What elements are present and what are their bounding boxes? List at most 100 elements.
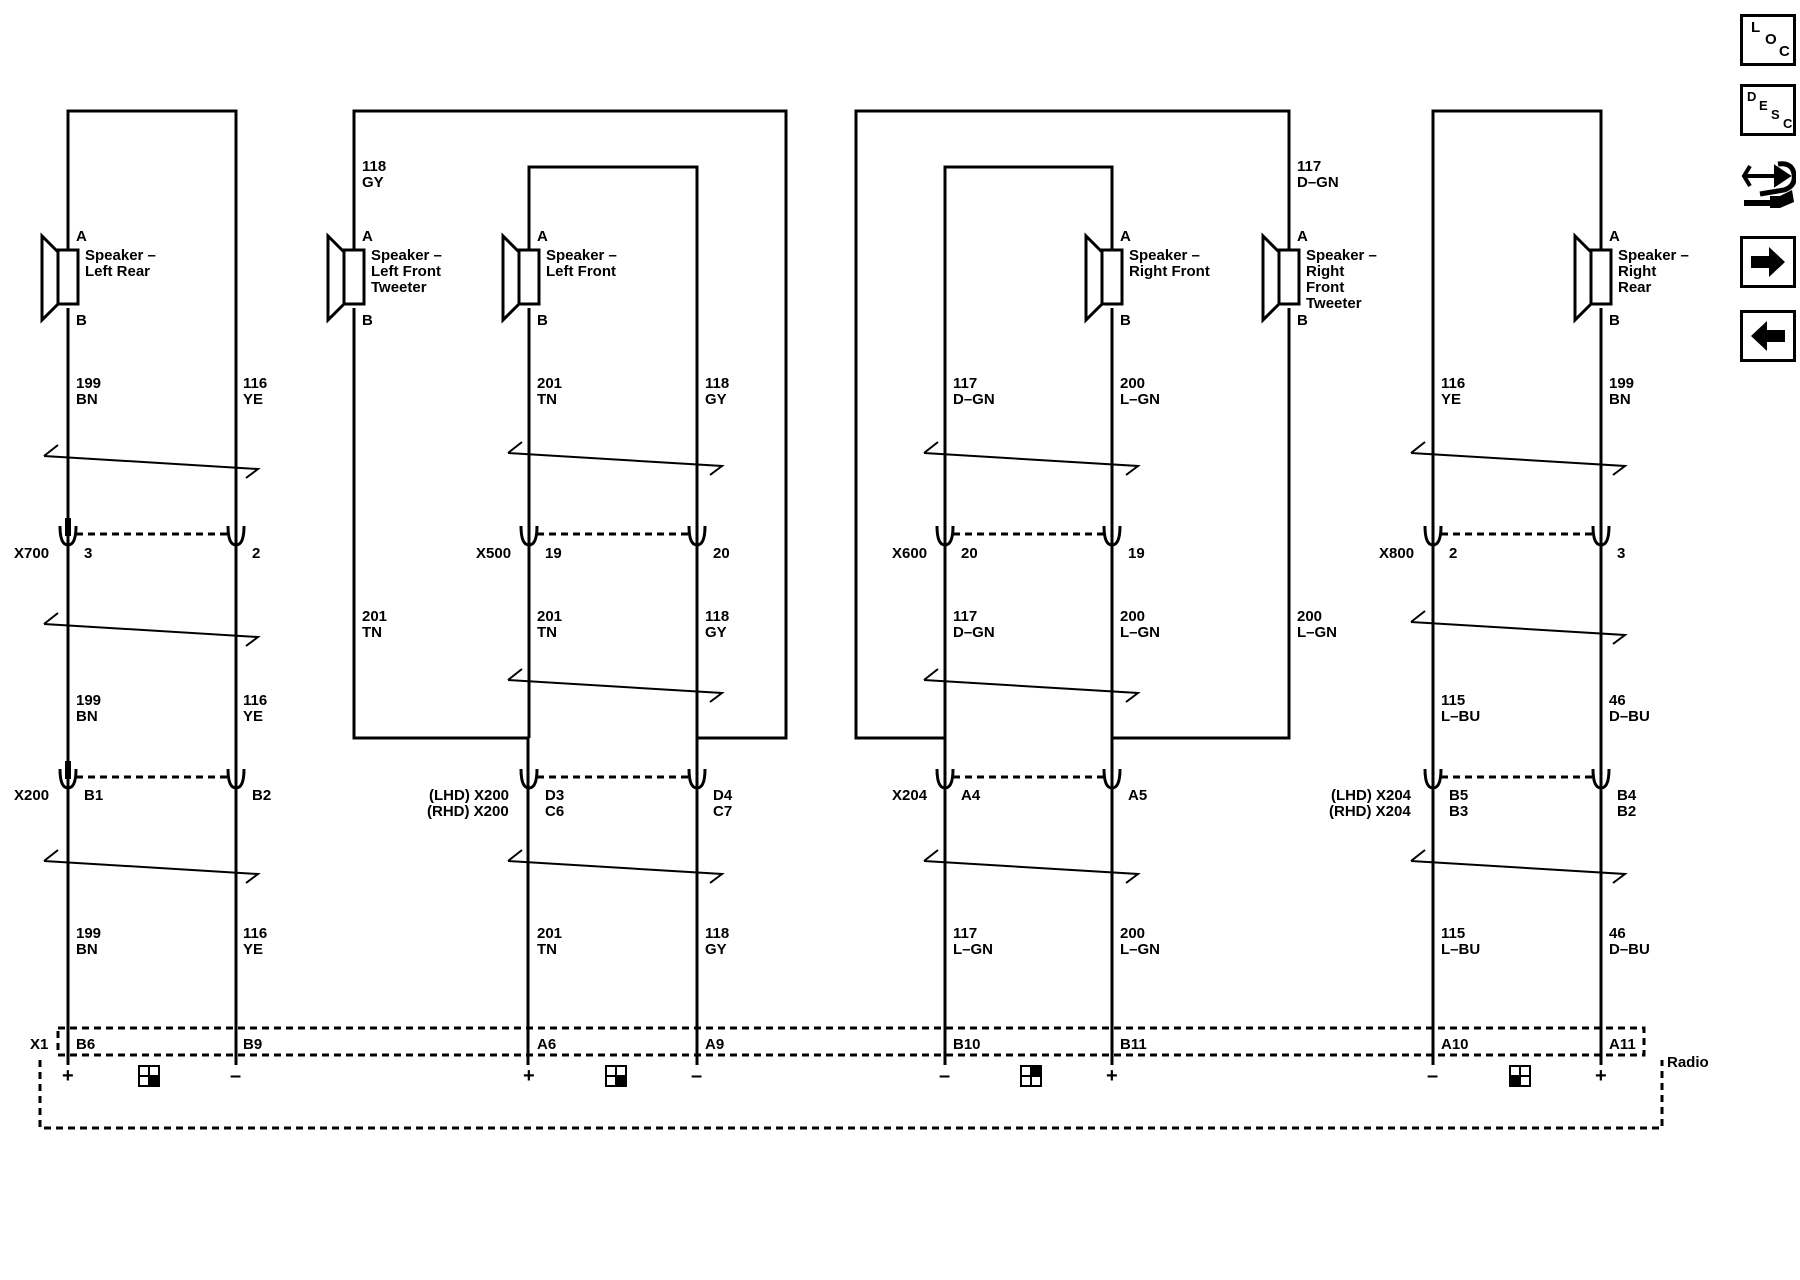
twisted-pair-marker [43, 849, 261, 884]
wire-color: TN [537, 941, 557, 958]
previous-page-button[interactable] [1740, 310, 1796, 362]
connector-id: (RHD) X200 [427, 803, 509, 820]
radio-pin: A11 [1609, 1036, 1636, 1053]
radio-pin: B6 [76, 1036, 95, 1053]
radio-polarity: + [1106, 1065, 1118, 1087]
wire-color: TN [537, 391, 557, 408]
speaker-name: Right Front [1129, 263, 1210, 280]
connector-pin: D4 [713, 787, 733, 804]
radio-connector-x1 [56, 1026, 1646, 1057]
connector-pin: B3 [1449, 803, 1468, 820]
arrow-left-icon [1751, 321, 1785, 351]
speaker-name: Right [1618, 263, 1656, 280]
wire-circuit: 118 [362, 158, 386, 175]
speaker-pin-label: A [537, 228, 548, 245]
desc-letter: S [1771, 107, 1780, 122]
wire-lines [66, 109, 1603, 1065]
speaker-pin-label: A [362, 228, 373, 245]
wire-color: D–GN [953, 624, 995, 641]
next-page-button[interactable] [1740, 236, 1796, 288]
speaker-name: Left Front [546, 263, 616, 280]
speaker-pin-label: A [1297, 228, 1308, 245]
wire-color: D–GN [1297, 174, 1339, 191]
radio-polarity: + [1595, 1065, 1607, 1087]
wire-color: GY [362, 174, 384, 191]
radio-pin: B10 [953, 1036, 981, 1053]
wire-color: L–BU [1441, 941, 1480, 958]
wire-color: GY [705, 624, 727, 641]
radio-polarity: – [230, 1065, 241, 1087]
wire-left-front-tweeter-return [352, 308, 530, 1065]
connector-pin: 20 [713, 545, 730, 562]
wire-circuit: 116 [243, 925, 267, 942]
twisted-pair-marker [1410, 610, 1628, 645]
desc-letter: D [1747, 89, 1757, 104]
connector-x204-lhd-rhd [1423, 768, 1611, 790]
radio-connector-label: X1 [30, 1036, 48, 1053]
speaker-name: Speaker – [85, 247, 156, 264]
speaker-left-rear-icon [40, 232, 80, 324]
radio-pin: B11 [1120, 1036, 1147, 1053]
connector-id: (RHD) X204 [1329, 803, 1411, 820]
wire-color: L–GN [1120, 941, 1160, 958]
wire-color: L–GN [1297, 624, 1337, 641]
speaker-name: Left Rear [85, 263, 150, 280]
connector-x500 [519, 525, 707, 547]
speaker-name: Speaker – [1618, 247, 1689, 264]
description-button[interactable]: D E S C [1740, 84, 1796, 136]
connector-pin: B1 [84, 787, 103, 804]
connector-pin: 3 [84, 545, 92, 562]
wire-circuit: 199 [1609, 375, 1634, 392]
radio-polarity: + [523, 1065, 535, 1087]
loc-letter: C [1779, 43, 1790, 60]
wire-color: L–GN [953, 941, 993, 958]
radio-polarity: – [1427, 1065, 1438, 1087]
speaker-right-rear-icon [1573, 232, 1613, 324]
location-button[interactable]: L O C [1740, 14, 1796, 66]
amplifier-channel-icon [605, 1065, 627, 1087]
wire-circuit: 201 [537, 925, 562, 942]
twisted-pair-marker [923, 441, 1141, 476]
wire-circuit: 115 [1441, 692, 1465, 709]
twisted-pair-marker [1410, 441, 1628, 476]
connector-x200 [58, 761, 246, 790]
radio-polarity: – [939, 1065, 950, 1087]
wire-circuit: 199 [76, 925, 101, 942]
radio-pin: A10 [1441, 1036, 1469, 1053]
wire-circuit: 117 [953, 925, 977, 942]
amplifier-channel-icon [1509, 1065, 1531, 1087]
inline-connectors [58, 518, 1611, 790]
wire-circuit: 200 [1120, 925, 1145, 942]
radio-pin: B9 [243, 1036, 262, 1053]
amplifier-channel-icon [138, 1065, 160, 1087]
loc-letter: O [1765, 31, 1777, 48]
speaker-pin-label: B [537, 312, 548, 329]
speaker-pin-label: A [1609, 228, 1620, 245]
connector-pin: 2 [1449, 545, 1457, 562]
radio-label: Radio [1667, 1054, 1709, 1071]
connector-labels: X700 3 2 X500 19 20 X600 20 19 X800 2 3 … [14, 545, 1637, 820]
arrow-right-icon [1751, 247, 1785, 277]
wire-circuit: 115 [1441, 925, 1465, 942]
wire-circuit: 116 [243, 375, 267, 392]
wire-color: YE [1441, 391, 1461, 408]
wire-color: YE [243, 708, 263, 725]
wire-color: YE [243, 941, 263, 958]
speaker-left-front-icon [501, 232, 541, 324]
wire-circuit: 200 [1120, 375, 1145, 392]
connector-id: X800 [1379, 545, 1414, 562]
wire-color: BN [76, 941, 98, 958]
twisted-pair-marker [507, 441, 725, 476]
desc-letter: E [1759, 98, 1768, 113]
connector-id: X204 [892, 787, 928, 804]
connector-tool-button[interactable] [1740, 154, 1797, 208]
connector-pin: 19 [1128, 545, 1145, 562]
twisted-pair-marker [923, 668, 1141, 703]
wire-circuit: 199 [76, 692, 101, 709]
wire-color: D–BU [1609, 708, 1650, 725]
connector-tool-icon [1741, 161, 1797, 208]
wire-circuit: 46 [1609, 925, 1626, 942]
speaker-pin-label: B [1120, 312, 1131, 329]
wire-circuit: 201 [362, 608, 387, 625]
